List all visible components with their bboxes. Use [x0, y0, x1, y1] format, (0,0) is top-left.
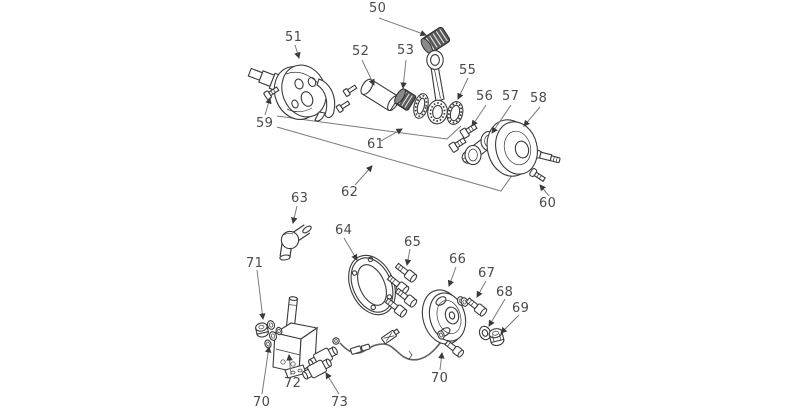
- part-label-64: 64: [335, 223, 353, 238]
- flywheel-rotor: [421, 289, 467, 345]
- stator-plate: [348, 254, 396, 316]
- part-label-61: 61: [367, 137, 385, 152]
- part-label-60: 60: [539, 196, 557, 211]
- small-end-needle-bearing: [420, 26, 451, 54]
- big-end-needle-bearing: [394, 88, 417, 111]
- part-label-62: 62: [341, 185, 359, 200]
- connecting-rod: [426, 50, 448, 125]
- bearing-race-washer: [413, 93, 429, 119]
- rubber-mounts: [302, 346, 338, 380]
- spark-plug-cap: [279, 224, 312, 261]
- spade-connector: [381, 328, 400, 345]
- wiring-harness: [332, 328, 444, 361]
- part-label-72: 72: [284, 376, 302, 391]
- flange-nut-69: [488, 328, 505, 347]
- part-label-70: 70: [431, 371, 449, 386]
- part-label-50: 50: [369, 1, 387, 16]
- part-label-67: 67: [478, 266, 496, 281]
- balance-crescent-plate: [314, 78, 336, 122]
- bolt-and-washer-67: [460, 297, 488, 317]
- part-label-57: 57: [502, 89, 520, 104]
- part-label-69: 69: [512, 301, 530, 316]
- part-label-53: 53: [397, 43, 415, 58]
- part-label-65: 65: [404, 235, 422, 250]
- part-label-70: 70: [253, 395, 271, 410]
- part-label-58: 58: [530, 91, 548, 106]
- part-label-73: 73: [331, 395, 349, 410]
- thrust-washer: [446, 101, 464, 125]
- part-label-71: 71: [246, 256, 264, 271]
- callout-leader-lines: [256, 17, 550, 395]
- part-label-56: 56: [476, 89, 494, 104]
- washer-and-screw-70-right: [437, 330, 465, 358]
- crankshaft-group-bracket: [276, 126, 514, 192]
- part-label-63: 63: [291, 191, 309, 206]
- part-label-66: 66: [449, 252, 467, 267]
- crank-half-left: [247, 64, 327, 120]
- part-label-55: 55: [459, 63, 477, 78]
- part-label-52: 52: [352, 44, 370, 59]
- washer-68: [478, 325, 492, 341]
- part-label-51: 51: [285, 30, 303, 45]
- connecting-rod-group-bracket: [276, 115, 462, 140]
- screw-60: [529, 168, 546, 183]
- ignition-coil: [272, 296, 319, 379]
- part-label-68: 68: [496, 285, 514, 300]
- crank-half-right: [486, 119, 561, 177]
- part-label-59: 59: [256, 116, 274, 131]
- bolts-65: [384, 262, 418, 318]
- small-bolts: [335, 84, 358, 113]
